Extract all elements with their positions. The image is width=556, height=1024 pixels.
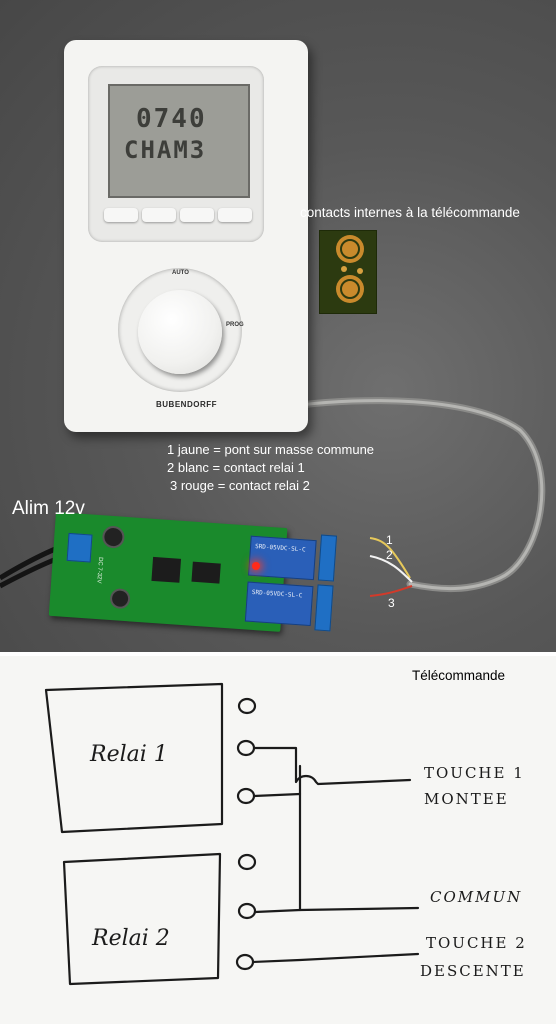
relay-1-label: Relai 1 <box>90 742 168 767</box>
lcd-line-1: 0740 <box>136 104 207 134</box>
relay-1: SRD-05VDC-SL-C <box>248 535 317 581</box>
relay-1-box <box>44 682 224 834</box>
relay-2-box <box>62 852 222 986</box>
terminal-circle <box>237 697 257 715</box>
dial-label-prog: PROG <box>226 322 244 328</box>
wire-relay1-common <box>252 792 302 798</box>
power-terminal <box>66 532 93 563</box>
legend-wire-2: 2 blanc = contact relai 1 <box>167 460 305 475</box>
touche-1-line-2: MONTEE <box>424 790 509 808</box>
legend-wire-1: 1 jaune = pont sur masse commune <box>167 442 375 457</box>
terminal-circle <box>237 853 257 871</box>
relay-2-print: SRD-05VDC-SL-C <box>251 588 303 600</box>
touche-2-line-2: DESCENTE <box>420 962 526 980</box>
lcd-button-2 <box>142 208 176 222</box>
commun-label: COMMUN <box>430 888 523 906</box>
dial-label-auto: AUTO <box>172 270 189 276</box>
lcd-button-4 <box>218 208 252 222</box>
grey-cable <box>0 397 546 597</box>
lcd-screen: 0740 CHAM3 <box>108 84 250 198</box>
ic-chip <box>191 561 221 584</box>
touche-1-line-1: TOUCHE 1 <box>424 764 525 782</box>
wiring-sketch-panel: Télécommande Relai 1 Relai 2 TOUCHE 1 MO… <box>0 656 556 1024</box>
relay-1-terminal <box>317 534 338 582</box>
relay-1-print: SRD-05VDC-SL-C <box>254 542 306 554</box>
brand-logo: BUBENDORFF <box>156 400 217 409</box>
board-print: DC 7-32V <box>95 556 104 584</box>
power-label: Alim 12v <box>12 498 85 519</box>
sketch-title: Télécommande <box>412 668 506 683</box>
ic-chip <box>151 556 182 583</box>
caption-internal-contacts: contacts internes à la télécommande <box>300 205 520 220</box>
lcd-button-3 <box>180 208 214 222</box>
wire-number-3: 3 <box>388 596 395 610</box>
terminal-circle <box>237 902 257 920</box>
capacitor <box>101 525 126 549</box>
relay-board: SRD-05VDC-SL-C SRD-05VDC-SL-C DC 7-32V <box>48 512 338 632</box>
wire-number-2: 2 <box>386 548 393 562</box>
terminal-circle <box>235 953 255 971</box>
relay-2-label: Relai 2 <box>92 926 170 951</box>
wire-touche-2 <box>251 952 420 964</box>
lcd-line-2: CHAM3 <box>124 136 207 164</box>
wire-commun <box>253 906 420 914</box>
touche-2-line-1: TOUCHE 2 <box>426 934 527 952</box>
photo-panel: 0740 CHAM3 AUTO PROG BUBENDORFF SRD-05VD… <box>0 0 556 652</box>
wire-touche-1 <box>252 746 412 786</box>
lcd-button-1 <box>104 208 138 222</box>
capacitor <box>109 588 131 610</box>
terminal-circle <box>236 739 256 757</box>
wiring-sketch <box>44 682 420 986</box>
status-led <box>252 562 260 570</box>
terminal-circle <box>236 787 256 805</box>
dial-knob <box>138 290 222 374</box>
internal-contacts-photo <box>319 230 377 314</box>
wire-number-1: 1 <box>386 533 393 547</box>
relay-2: SRD-05VDC-SL-C <box>244 581 314 627</box>
relay-2-terminal <box>314 584 334 632</box>
panel-divider <box>0 652 556 656</box>
legend-wire-3: 3 rouge = contact relai 2 <box>170 478 310 493</box>
